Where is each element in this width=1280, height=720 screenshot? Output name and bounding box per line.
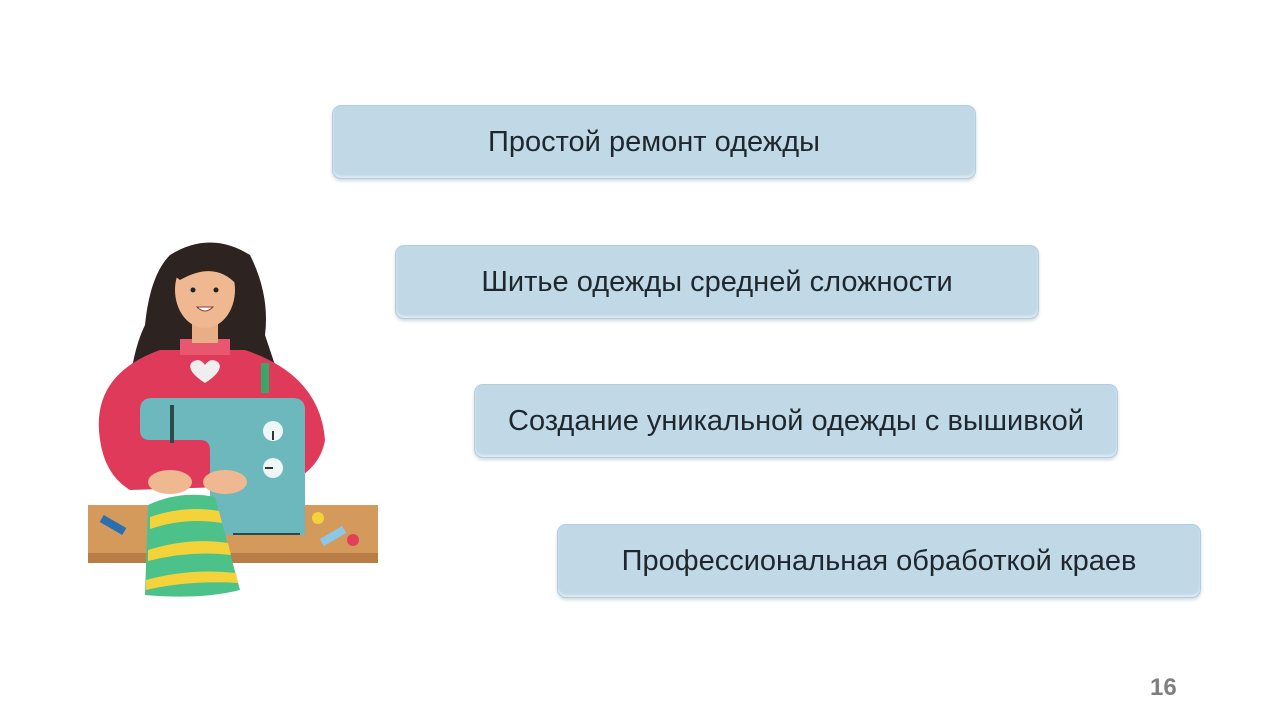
item-box-unique-embroidery: Создание уникальной одежды с вышивкой xyxy=(474,384,1118,458)
seamstress-illustration xyxy=(88,242,378,597)
page-number: 16 xyxy=(1150,674,1177,701)
item-label: Простой ремонт одежды xyxy=(488,125,820,158)
item-label: Профессиональная обработкой краев xyxy=(621,544,1137,577)
item-box-simple-repair: Простой ремонт одежды xyxy=(332,105,976,179)
item-label: Шитье одежды средней сложности xyxy=(481,265,953,298)
item-label: Создание уникальной одежды с вышивкой xyxy=(508,404,1084,437)
item-box-medium-sewing: Шитье одежды средней сложности xyxy=(395,245,1039,319)
item-box-edge-finishing: Профессиональная обработкой краев xyxy=(557,524,1201,598)
